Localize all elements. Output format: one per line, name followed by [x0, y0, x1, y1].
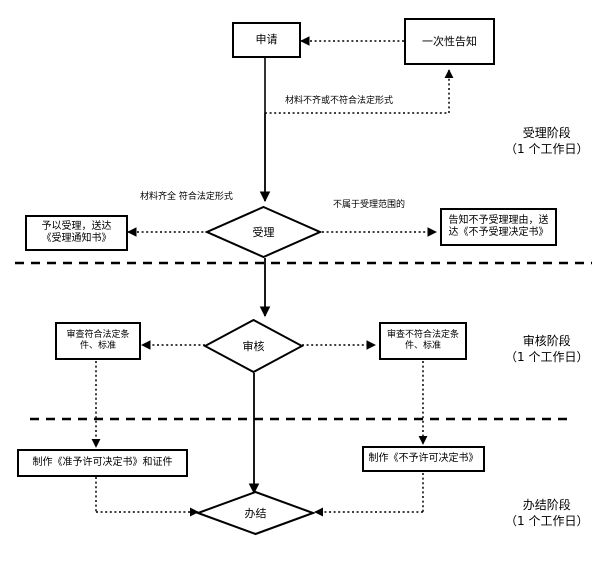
complete-diamond-shape [196, 490, 315, 536]
node-accept-yes[interactable]: 予以受理，送达 《受理通知书》 [25, 215, 128, 251]
node-accept-no-line1: 告知不予受理理由，送 [448, 214, 549, 226]
node-permit-deny[interactable]: 制作《不予许可决定书》 [362, 446, 485, 472]
node-review-decision-label: 审核 [242, 340, 265, 353]
node-accept-yes-line2: 《受理通知书》 [41, 233, 112, 244]
node-application-label: 申请 [255, 33, 278, 47]
node-accept-decision[interactable]: 受理 [205, 205, 322, 259]
node-review-fail-line2: 件、标准 [404, 341, 441, 351]
node-permit-deny-label: 制作《不予许可决定书》 [368, 452, 479, 464]
stage-review-name: 审核阶段 [522, 334, 571, 348]
stage-review-duration: （1 个工作日） [505, 350, 589, 365]
stage-accept-name: 受理阶段 [522, 126, 571, 140]
node-review-fail-line1: 审查不符合法定条 [386, 329, 459, 340]
node-complete-label: 办结 [244, 507, 267, 520]
stage-complete-duration: （1 个工作日） [505, 514, 589, 529]
node-review-pass-line1: 审查符合法定条 [66, 329, 130, 340]
edge-label-materials-complete: 材料齐全 符合法定形式 [140, 192, 233, 202]
node-review-pass-line2: 件、标准 [79, 341, 116, 351]
node-complete[interactable]: 办结 [196, 490, 315, 536]
accept-diamond-shape [205, 205, 322, 259]
node-accept-no[interactable]: 告知不予受理理由，送 达《不予受理决定书》 [440, 208, 557, 246]
edge-label-incomplete-materials: 材料不齐或不符合法定形式 [285, 96, 394, 106]
stage-complete-name: 办结阶段 [522, 498, 571, 512]
node-permit-grant-label: 制作《准予许可决定书》和证件 [32, 456, 173, 468]
node-accept-decision-label: 受理 [252, 226, 275, 239]
stage-annotation-accept: 受理阶段 （1 个工作日） [505, 125, 588, 157]
node-review-decision[interactable]: 审核 [203, 318, 304, 374]
node-accept-no-line2: 达《不予受理决定书》 [448, 227, 549, 238]
stage-accept-duration: （1 个工作日） [505, 142, 589, 157]
stage-annotation-review: 审核阶段 （1 个工作日） [505, 333, 588, 365]
node-permit-grant[interactable]: 制作《准予许可决定书》和证件 [17, 449, 188, 477]
edge-label-out-of-scope: 不属于受理范围的 [333, 200, 406, 210]
node-application[interactable]: 申请 [232, 22, 301, 58]
node-one-time-notice-label: 一次性告知 [422, 34, 477, 48]
node-accept-yes-line1: 予以受理，送达 [41, 220, 112, 232]
node-one-time-notice[interactable]: 一次性告知 [404, 18, 495, 65]
stage-annotation-complete: 办结阶段 （1 个工作日） [505, 497, 588, 529]
node-review-pass[interactable]: 审查符合法定条 件、标准 [55, 322, 141, 360]
review-diamond-shape [203, 318, 304, 374]
node-review-fail[interactable]: 审查不符合法定条 件、标准 [379, 322, 467, 360]
